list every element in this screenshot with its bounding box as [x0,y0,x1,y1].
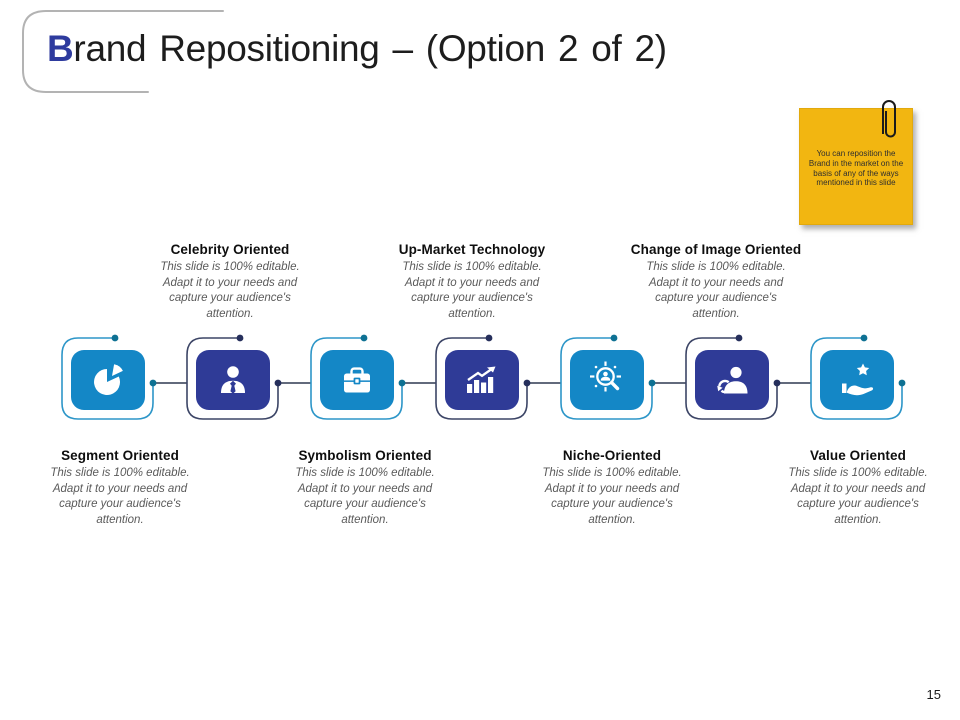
pie-chart-icon [94,364,123,395]
node-up-market-technology[interactable] [435,334,531,420]
icon-tile[interactable] [695,350,769,410]
audience-search-icon [590,361,621,392]
connector-dot [111,334,119,342]
node-outline [435,337,528,420]
person-renew-icon [717,366,748,394]
item-description: This slide is 100% editable. Adapt it to… [295,467,435,526]
connector-dot [398,379,406,387]
node-change-of-image-oriented[interactable] [685,334,781,420]
item-description: This slide is 100% editable. Adapt it to… [160,261,300,320]
connector-dot [149,379,157,387]
item-description: This slide is 100% editable. Adapt it to… [402,261,542,320]
arc-line [22,10,224,93]
label-symbolism-oriented[interactable]: Symbolism Oriented This slide is 100% ed… [270,448,460,528]
connector-dot [523,379,531,387]
node-outline [61,337,154,420]
icon-tile[interactable] [445,350,519,410]
page-number: 15 [926,687,941,702]
businessman-icon [221,366,245,394]
node-niche-oriented[interactable] [560,334,656,420]
connector-dot [274,379,282,387]
label-value-oriented[interactable]: Value Oriented This slide is 100% editab… [763,448,953,528]
item-title: Value Oriented [810,448,906,463]
item-title: Niche-Oriented [562,448,662,463]
label-up-market-technology[interactable]: Up-Market Technology This slide is 100% … [377,242,567,322]
title-text: rand Repositioning – (Option 2 of 2) [73,28,667,69]
growth-chart-icon [467,366,496,393]
connector-dot [773,379,781,387]
label-segment-oriented[interactable]: Segment Oriented This slide is 100% edit… [25,448,215,528]
connector-dot [610,334,618,342]
item-title: Up-Market Technology [398,242,546,257]
connector-dot [236,334,244,342]
node-outline [310,337,403,420]
node-symbolism-oriented[interactable] [310,334,406,420]
connector-dot [735,334,743,342]
node-outline [186,337,279,420]
icon-tile[interactable] [196,350,270,410]
paperclip-icon [882,100,896,138]
connector-dot [360,334,368,342]
node-value-oriented[interactable] [810,334,906,420]
item-description: This slide is 100% editable. Adapt it to… [788,467,928,526]
item-description: This slide is 100% editable. Adapt it to… [50,467,190,526]
hand-star-icon [842,363,874,396]
process-chain-diagram [61,334,906,420]
icon-tile[interactable] [71,350,145,410]
connector-dot [860,334,868,342]
item-title: Segment Oriented [61,448,179,463]
node-outline [685,337,778,420]
item-title: Symbolism Oriented [298,448,432,463]
briefcase-icon [344,367,370,393]
node-outline [560,337,653,420]
connector-dot [898,379,906,387]
title-accent-letter: B [47,28,74,69]
icon-tile[interactable] [820,350,894,410]
item-title: Celebrity Oriented [170,242,290,257]
item-title: Change of Image Oriented [630,242,802,257]
sticky-note-text: You can reposition the Brand in the mark… [808,149,904,188]
label-change-of-image-oriented[interactable]: Change of Image Oriented This slide is 1… [616,242,816,322]
label-celebrity-oriented[interactable]: Celebrity Oriented This slide is 100% ed… [135,242,325,322]
paperclip-wire [882,100,896,138]
label-niche-oriented[interactable]: Niche-Oriented This slide is 100% editab… [517,448,707,528]
corner-arc-decoration [22,10,224,93]
node-outline [810,337,903,420]
connector-dot [485,334,493,342]
connector-dot [648,379,656,387]
node-celebrity-oriented[interactable] [186,334,282,420]
item-description: This slide is 100% editable. Adapt it to… [542,467,682,526]
node-segment-oriented[interactable] [61,334,157,420]
page-title: Brand Repositioning – (Option 2 of 2) [47,28,667,70]
item-description: This slide is 100% editable. Adapt it to… [646,261,786,320]
